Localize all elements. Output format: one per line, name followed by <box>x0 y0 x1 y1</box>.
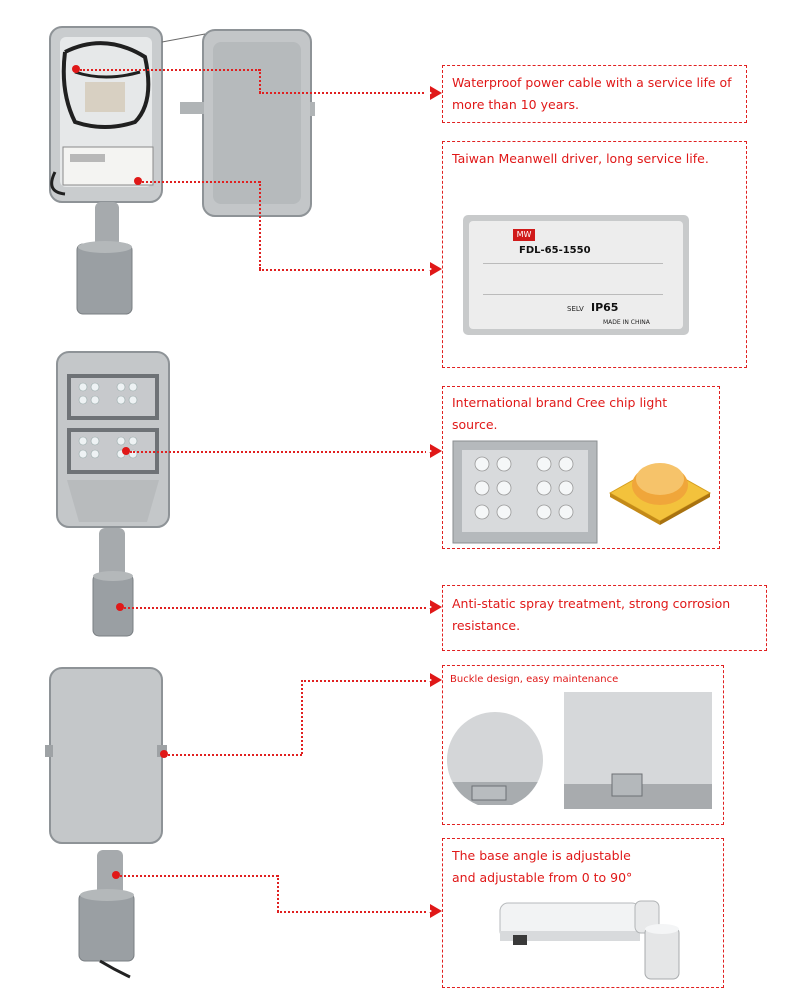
pointer-dot <box>160 750 168 758</box>
leader-line <box>124 607 430 609</box>
selv-mark: SELV <box>567 305 584 313</box>
feature-text: Taiwan Meanwell driver, long service lif… <box>452 151 709 166</box>
leader-line <box>259 181 261 269</box>
feature-text: Buckle design, easy maintenance <box>450 674 619 685</box>
leader-line <box>259 92 431 94</box>
pointer-dot <box>122 447 130 455</box>
open-housing-photo <box>49 26 315 315</box>
leader-line <box>277 911 430 913</box>
lamp-front-photo <box>56 351 170 637</box>
leader-line <box>80 69 260 71</box>
arrow-right-icon <box>426 262 442 276</box>
buckle-closeup-round <box>447 712 543 805</box>
leader-line <box>120 875 278 877</box>
arrow-right-icon <box>426 673 442 687</box>
arrow-right-icon <box>426 444 442 458</box>
lamp-back-photo <box>45 667 167 979</box>
pointer-dot <box>72 65 80 73</box>
leader-line <box>259 69 261 93</box>
leader-line <box>301 680 430 682</box>
leader-line <box>142 181 260 183</box>
driver-model: FDL-65-1550 <box>519 245 591 256</box>
origin-text: MADE IN CHINA <box>603 319 650 326</box>
arrow-right-icon <box>426 86 442 100</box>
pointer-dot <box>134 177 142 185</box>
buckle-closeup-square <box>564 692 712 809</box>
arrow-right-icon <box>426 600 442 614</box>
leader-line <box>277 875 279 912</box>
leader-line <box>168 754 302 756</box>
pointer-dot <box>116 603 124 611</box>
feature-text: Anti-static spray treatment, strong corr… <box>452 596 731 633</box>
leader-line <box>301 680 303 754</box>
leader-line <box>130 451 430 453</box>
led-module-image <box>452 440 598 544</box>
cree-chip-image <box>608 463 712 525</box>
arrow-right-icon <box>426 904 442 918</box>
pointer-dot <box>112 871 120 879</box>
ip-rating: IP65 <box>591 301 619 314</box>
feature-text: The base angle is adjustable and adjusta… <box>452 848 633 885</box>
feature-box-power-cable <box>442 65 747 123</box>
leader-line <box>259 269 431 271</box>
brand-logo: MW <box>513 229 535 241</box>
driver-label-image: MW FDL-65-1550 SELV IP65 MADE IN CHINA <box>463 215 689 335</box>
feature-text: Waterproof power cable with a service li… <box>452 75 732 112</box>
feature-text: International brand Cree chip light sour… <box>452 395 668 432</box>
feature-box-spray-treatment <box>442 585 767 651</box>
adjustable-base-photo <box>499 900 680 980</box>
